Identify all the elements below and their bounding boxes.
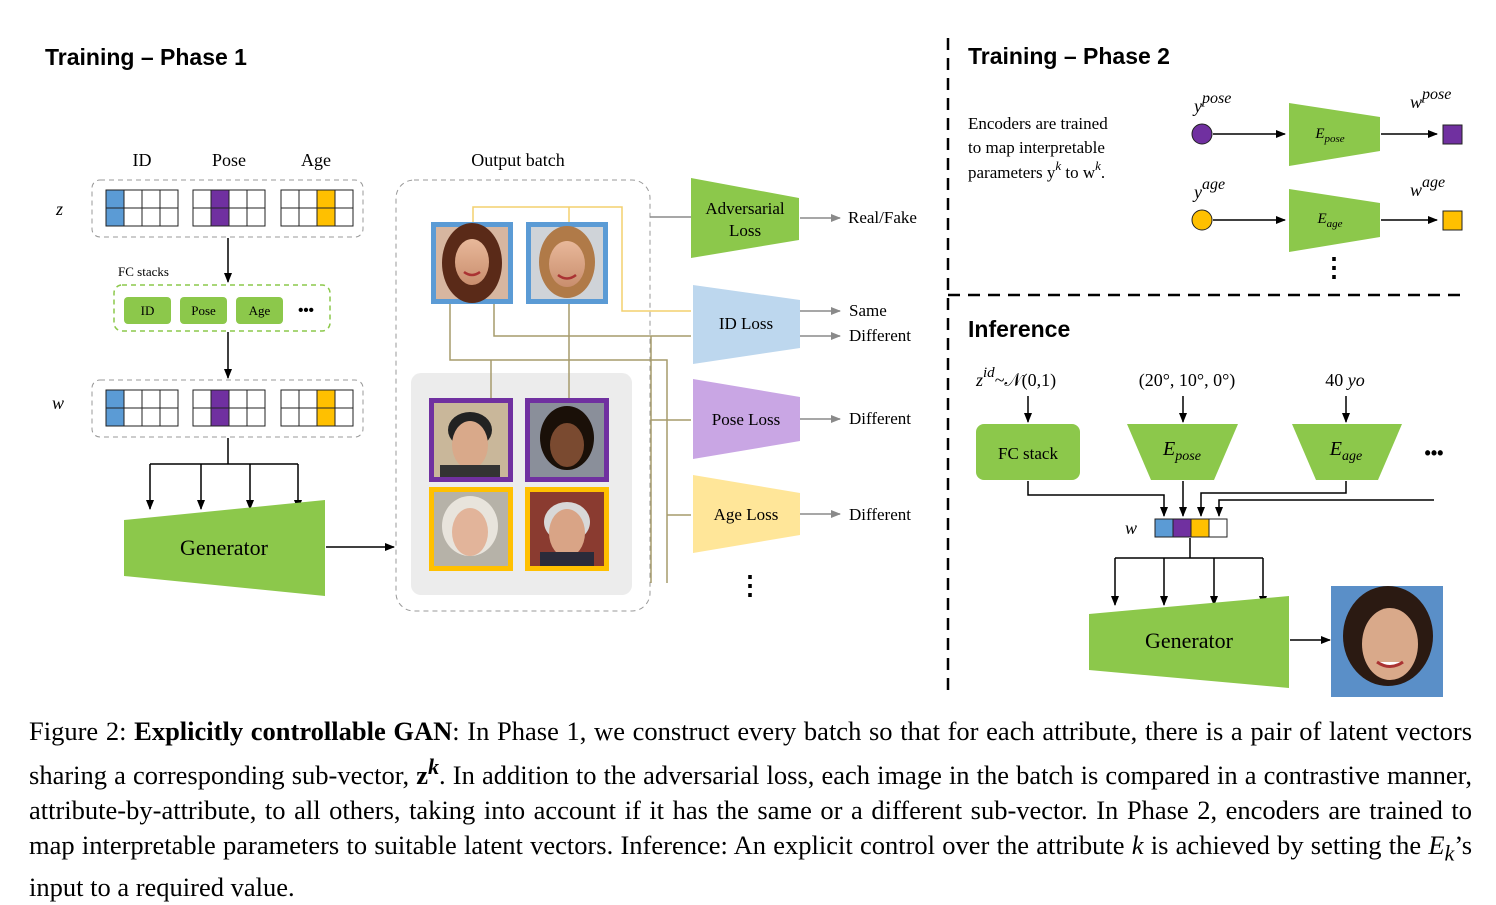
phase2-more: ⋮ bbox=[1321, 252, 1347, 282]
phase2-title: Training – Phase 2 bbox=[968, 43, 1170, 69]
phase2-desc-line2: to map interpretable bbox=[968, 138, 1105, 157]
fc-stack-block bbox=[976, 424, 1080, 480]
fc-more: ••• bbox=[298, 302, 314, 319]
id-loss-block bbox=[693, 285, 800, 364]
fc-stacks: ID Pose Age ••• bbox=[113, 284, 331, 332]
phase2-desc-line1: Encoders are trained bbox=[968, 114, 1108, 133]
adversarial-loss-block bbox=[691, 178, 799, 258]
face-photo-4 bbox=[525, 398, 609, 482]
output-batch-label: Output batch bbox=[471, 150, 564, 170]
col-age-label: Age bbox=[301, 150, 331, 170]
w-label: w bbox=[52, 393, 64, 413]
caption-ek: Ek bbox=[1428, 829, 1455, 866]
face-photo-5 bbox=[429, 487, 513, 571]
different-output-age: Different bbox=[849, 505, 911, 524]
phase1-more-losses: ⋮ bbox=[737, 570, 763, 600]
z-pose-subvector bbox=[192, 189, 266, 227]
phase1-title: Training – Phase 1 bbox=[45, 44, 247, 70]
fc-stacks-label: FC stacks bbox=[118, 264, 169, 279]
caption-prefix: Figure 2: bbox=[29, 716, 135, 746]
y-age-node bbox=[1191, 209, 1213, 231]
generator-inference bbox=[1089, 596, 1289, 688]
phase2-desc-line3: parameters yk to wk. bbox=[968, 158, 1105, 182]
caption-part4: ’s input to a required value. bbox=[29, 829, 1473, 903]
loss-output-arrows bbox=[800, 214, 841, 518]
caption-part2: . In addition to the adversarial loss, e… bbox=[29, 759, 1472, 860]
different-output-id: Different bbox=[849, 326, 911, 345]
z-vector bbox=[91, 179, 364, 238]
pose-loss-block bbox=[693, 379, 800, 459]
e-age-encoder-phase2 bbox=[1289, 189, 1380, 252]
w-label-inference: w bbox=[1125, 518, 1137, 538]
e-pose-label-inference: Epose bbox=[1162, 438, 1201, 464]
y-pose-label: ypose bbox=[1192, 90, 1231, 116]
caption-part3: is achieved by setting the bbox=[1143, 829, 1429, 860]
w-age-label: wage bbox=[1410, 174, 1445, 200]
different-output-pose: Different bbox=[849, 409, 911, 428]
inference-title: Inference bbox=[968, 316, 1070, 342]
generated-face-photo bbox=[1331, 586, 1443, 697]
fc-id: ID bbox=[141, 303, 155, 318]
caption-zk: zk bbox=[416, 754, 440, 790]
e-pose-encoder-inference bbox=[1127, 424, 1238, 480]
w-vector-inference bbox=[1154, 518, 1228, 538]
w-age-box bbox=[1442, 210, 1463, 231]
z-label: z bbox=[55, 199, 63, 219]
encoder-to-w-arrows bbox=[1027, 481, 1434, 517]
fc-age: Age bbox=[249, 303, 271, 318]
output-batch-box bbox=[395, 179, 651, 612]
age-input: 40 yo bbox=[1325, 370, 1365, 390]
z-id-input: zid~𝒩(0,1) bbox=[975, 365, 1056, 391]
face-photo-1 bbox=[431, 222, 513, 304]
e-age-label-phase2: Eage bbox=[1316, 211, 1342, 230]
age-loss-block bbox=[693, 475, 800, 553]
fc-pose: Pose bbox=[191, 303, 216, 318]
generator-phase1-label: Generator bbox=[180, 535, 269, 560]
y-pose-node bbox=[1191, 123, 1213, 145]
e-pose-encoder-phase2 bbox=[1289, 103, 1380, 166]
inference-more: ••• bbox=[1425, 443, 1444, 463]
z-id-subvector bbox=[105, 189, 179, 227]
z-age-subvector bbox=[280, 189, 354, 227]
generator-phase1 bbox=[124, 500, 325, 596]
face-photo-2 bbox=[526, 222, 608, 304]
pose-loss-label: Pose Loss bbox=[712, 410, 780, 429]
id-loss-label: ID Loss bbox=[719, 314, 773, 333]
face-photo-6 bbox=[525, 487, 609, 571]
w-pose-box bbox=[1442, 124, 1463, 145]
adversarial-loss-line2: Loss bbox=[729, 221, 761, 240]
w-to-generator-inference-arrows bbox=[1111, 538, 1267, 606]
age-loss-label: Age Loss bbox=[714, 505, 779, 524]
w-to-generator-arrows bbox=[146, 438, 302, 510]
real-fake-output: Real/Fake bbox=[848, 208, 917, 227]
figure-caption: Figure 2: Explicitly controllable GAN: I… bbox=[29, 714, 1472, 905]
col-id-label: ID bbox=[133, 150, 152, 170]
fc-stack-label: FC stack bbox=[998, 444, 1058, 463]
pose-input: (20°, 10°, 0°) bbox=[1139, 370, 1236, 391]
caption-part1: : In Phase 1, we construct every batch s… bbox=[29, 716, 1473, 790]
face-loss-connections bbox=[449, 206, 691, 583]
face-photo-3 bbox=[429, 398, 513, 482]
same-output: Same bbox=[849, 301, 887, 320]
figure-diagram: Training – Phase 1 ID Pose Age z w bbox=[45, 38, 1465, 697]
w-pose-label: wpose bbox=[1410, 86, 1451, 112]
col-pose-label: Pose bbox=[212, 150, 246, 170]
caption-k: k bbox=[1131, 829, 1144, 860]
e-pose-label-phase2: Epose bbox=[1314, 126, 1344, 145]
e-age-label-inference: Eage bbox=[1329, 438, 1362, 464]
generator-inference-label: Generator bbox=[1145, 628, 1234, 653]
adversarial-loss-line1: Adversarial bbox=[705, 199, 785, 218]
caption-bold: Explicitly controllable GAN bbox=[134, 716, 453, 746]
e-age-encoder-inference bbox=[1292, 424, 1402, 480]
w-vector bbox=[91, 379, 364, 438]
y-age-label: yage bbox=[1192, 176, 1225, 202]
